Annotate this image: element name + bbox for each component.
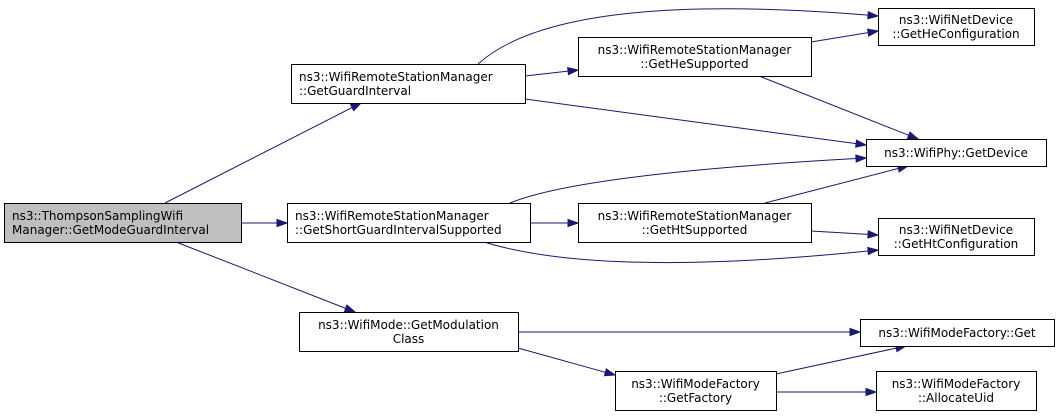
edge-getShortGuard-to-getHtConfig	[483, 241, 880, 264]
node-box	[578, 37, 812, 77]
edge-line	[810, 32, 869, 43]
node-label-line: Manager::GetModeGuardInterval	[12, 223, 209, 237]
edge-getHeSupported-to-getHeConfig	[810, 28, 880, 43]
node-box	[876, 371, 1037, 411]
edge-getShortGuard-to-getHtSupported	[530, 218, 580, 228]
node-label-line: ns3::WifiRemoteStationManager	[299, 70, 493, 84]
edge-line	[477, 8, 869, 65]
node-layer: ns3::ThompsonSamplingWifiManager::GetMod…	[4, 8, 1055, 411]
node-label-line: ::GetHeConfiguration	[892, 27, 1019, 41]
arrowhead	[867, 10, 880, 20]
edge-line	[810, 230, 869, 235]
edge-getModulation-to-getFactory	[517, 347, 617, 377]
edge-getFactory-to-factoryGet	[775, 344, 908, 375]
arrowhead	[906, 131, 920, 140]
edge-root-to-getShortGuard	[241, 218, 289, 228]
arrowhead	[855, 154, 868, 163]
edge-line	[164, 107, 353, 204]
edge-line	[524, 98, 857, 145]
node-label-line: ::AllocateUid	[918, 391, 994, 405]
node-label-line: ns3::WifiModeFactory::Get	[878, 326, 1035, 340]
edge-root-to-getGuardInterval	[164, 102, 363, 204]
arrowhead	[567, 218, 580, 228]
node-getFactory[interactable]: ns3::WifiModeFactory::GetFactory	[615, 371, 777, 411]
edge-getHtSupported-to-getHtConfig	[810, 230, 880, 239]
edge-getHeSupported-to-getDevice	[758, 75, 920, 140]
node-label-line: ns3::WifiPhy::GetDevice	[884, 146, 1028, 160]
arrowhead	[865, 387, 878, 397]
edge-getShortGuard-to-getDevice	[509, 154, 868, 204]
node-box	[860, 319, 1055, 347]
arrowhead	[866, 28, 880, 37]
edge-getModulation-to-factoryGet	[518, 327, 862, 337]
node-getHeConfig[interactable]: ns3::WifiNetDevice::GetHeConfiguration	[878, 8, 1035, 46]
edge-getGuardInterval-to-getDevice	[524, 98, 868, 148]
edge-line	[775, 347, 897, 375]
arrowhead	[855, 139, 868, 148]
node-label-line: Class	[393, 332, 425, 346]
edge-line	[483, 241, 869, 264]
node-getGuardInterval[interactable]: ns3::WifiRemoteStationManager::GetGuardI…	[291, 64, 526, 104]
node-label-line: ::GetFactory	[659, 391, 732, 405]
node-label-line: ns3::WifiNetDevice	[899, 13, 1013, 27]
node-label-line: ::GetHtConfiguration	[894, 237, 1019, 251]
node-box	[878, 8, 1035, 46]
arrowhead	[567, 67, 580, 76]
node-getShortGuard[interactable]: ns3::WifiRemoteStationManager::GetShortG…	[287, 203, 531, 243]
node-label-line: ::GetHeSupported	[640, 57, 748, 71]
node-box	[4, 203, 242, 243]
node-box	[866, 139, 1047, 167]
node-box	[578, 203, 812, 243]
arrowhead	[867, 230, 880, 239]
node-box	[287, 203, 531, 243]
node-label-line: ns3::WifiModeFactory	[892, 377, 1021, 391]
node-allocateUid[interactable]: ns3::WifiModeFactory::AllocateUid	[876, 371, 1037, 411]
node-root[interactable]: ns3::ThompsonSamplingWifiManager::GetMod…	[4, 203, 242, 243]
node-label-line: ns3::WifiRemoteStationManager	[295, 209, 489, 223]
node-label-line: ns3::ThompsonSamplingWifi	[12, 209, 183, 223]
edge-layer	[164, 8, 920, 397]
edge-getFactory-to-allocateUid	[776, 387, 878, 397]
node-box	[299, 312, 519, 352]
arrowhead	[603, 368, 617, 377]
node-label-line: ::GetShortGuardIntervalSupported	[295, 223, 502, 237]
edge-line	[524, 70, 569, 77]
edge-root-to-getModulation	[175, 241, 357, 313]
arrowhead	[867, 246, 880, 256]
node-label-line: ns3::WifiModeFactory	[631, 377, 760, 391]
arrowhead	[849, 327, 862, 337]
node-label-line: ns3::WifiNetDevice	[899, 223, 1013, 237]
node-getHeSupported[interactable]: ns3::WifiRemoteStationManager::GetHeSupp…	[578, 37, 812, 77]
edge-line	[764, 168, 899, 204]
node-getDevice[interactable]: ns3::WifiPhy::GetDevice	[866, 139, 1047, 167]
edge-line	[175, 241, 346, 309]
edge-line	[517, 347, 606, 373]
node-box	[878, 218, 1035, 256]
edge-line	[758, 75, 909, 136]
arrowhead	[276, 218, 289, 228]
node-getHtConfig[interactable]: ns3::WifiNetDevice::GetHtConfiguration	[878, 218, 1035, 256]
node-factoryGet[interactable]: ns3::WifiModeFactory::Get	[860, 319, 1055, 347]
edge-getGuardInterval-to-getHeConfig	[477, 8, 880, 65]
arrowhead	[349, 102, 363, 112]
edge-getGuardInterval-to-getHeSupported	[524, 67, 580, 77]
node-label-line: ::GetHtSupported	[642, 223, 748, 237]
node-getHtSupported[interactable]: ns3::WifiRemoteStationManager::GetHtSupp…	[578, 203, 812, 243]
edge-line	[509, 158, 857, 204]
arrowhead	[343, 304, 357, 313]
node-box	[291, 64, 526, 104]
edge-getHtSupported-to-getDevice	[764, 164, 910, 204]
node-label-line: ns3::WifiRemoteStationManager	[598, 209, 792, 223]
node-box	[615, 371, 777, 411]
node-label-line: ns3::WifiMode::GetModulation	[318, 318, 499, 332]
node-label-line: ::GetGuardInterval	[299, 84, 411, 98]
node-label-line: ns3::WifiRemoteStationManager	[598, 43, 792, 57]
